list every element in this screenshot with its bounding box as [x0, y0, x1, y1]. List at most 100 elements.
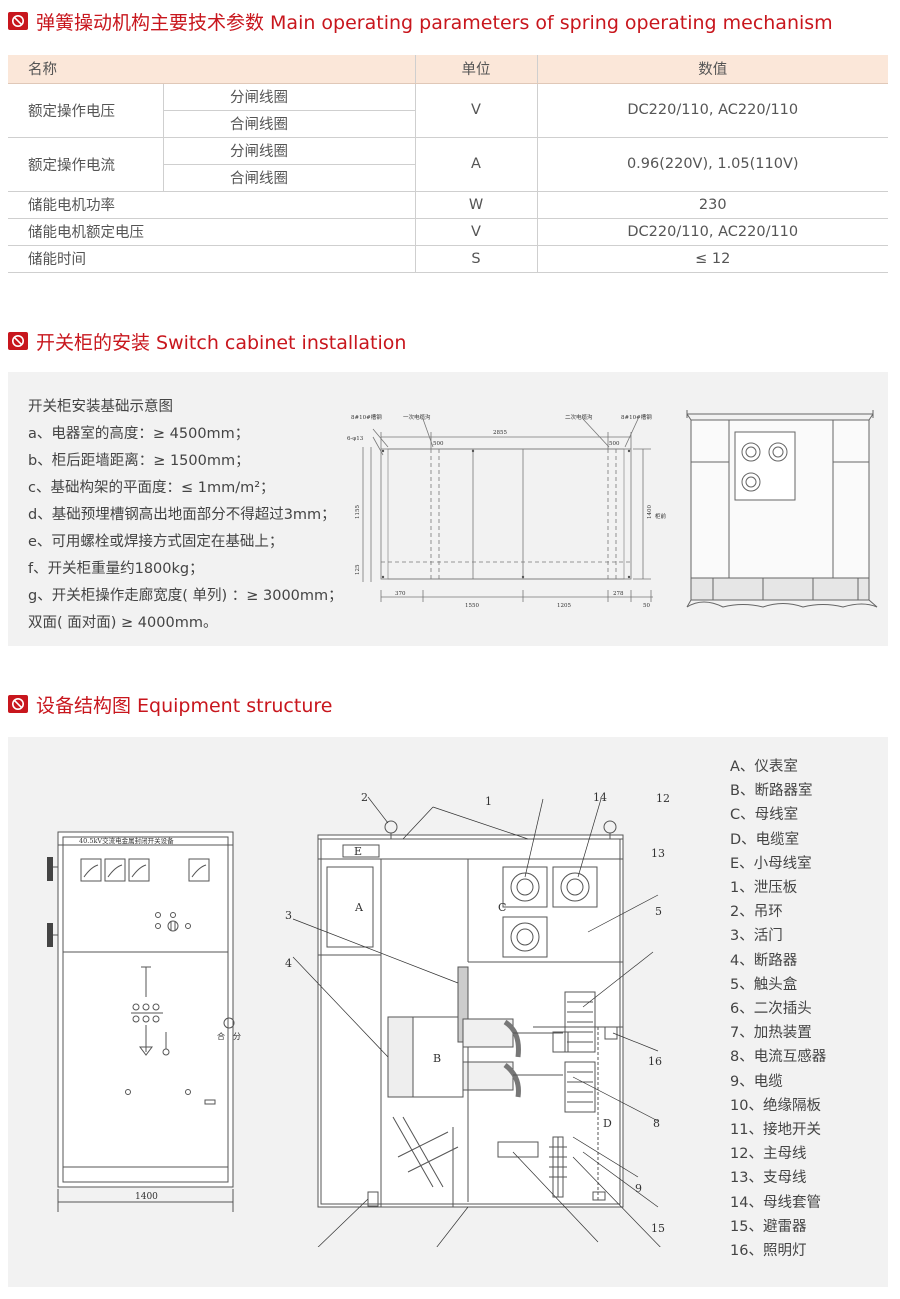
table-header-row: 名称 单位 数值 [8, 55, 888, 84]
install-line: c、基础构架的平面度：≤ 1mm/m²； [28, 480, 275, 496]
dim-1400: 1400 [647, 505, 653, 519]
dim-278: 278 [613, 591, 624, 597]
row-unit: A [414, 137, 537, 192]
dim-1205: 1205 [557, 603, 571, 607]
row-name: 储能时间 [8, 245, 415, 273]
section-view-drawing: A B C D E 1 2 3 4 5 6 7 8 9 10 11 12 13 … [285, 791, 670, 1247]
legend-item: 1、泄压板 [730, 880, 798, 897]
callout-12: 12 [656, 792, 670, 805]
install-line: e、可用螺栓或焊接方式固定在基础上； [28, 534, 284, 550]
label-front: 柜前 [655, 512, 667, 520]
row-value: 0.96(220V), 1.05(110V) [536, 137, 888, 192]
install-requirements: 开关柜安装基础示意图 a、电器室的高度：≥ 4500mm； b、柜后距墙距离：≥… [28, 394, 343, 637]
install-section-title: 开关柜的安装 Switch cabinet installation [8, 329, 406, 354]
legend-item: 16、照明灯 [730, 1243, 807, 1260]
label-room-c: C [498, 901, 506, 914]
label-holes: 6-φ13 [347, 436, 364, 442]
section-marker-icon [8, 12, 28, 30]
legend-item: 3、活门 [730, 928, 783, 945]
row-value: 230 [536, 191, 888, 219]
handle-icon [47, 923, 53, 947]
legend-item: 11、接地开关 [730, 1122, 821, 1139]
front-view-drawing: 40.5kV交流电金属封闭开关设备 合 分 1400 [47, 831, 241, 1212]
foundation-outline [380, 448, 632, 580]
callout-5: 5 [655, 905, 662, 918]
legend-item: 6、二次插头 [730, 1001, 812, 1018]
row-name: 额定操作电压 [8, 83, 163, 138]
structure-title-text: 设备结构图 Equipment structure [36, 694, 333, 717]
equipment-panel: 40.5kV交流电金属封闭开关设备 合 分 1400 [8, 737, 888, 1287]
structure-legend: A、仪表室 B、断路器室 C、母线室 D、电缆室 E、小母线室 1、泄压板 2、… [730, 755, 826, 1263]
dim-1550: 1550 [465, 603, 479, 607]
label-he: 合 [217, 1031, 225, 1041]
foundation-plan-drawing: 8#10#槽钢 6-φ13 一次电缆沟 二次电缆沟 8#10#槽钢 500 28… [347, 413, 667, 607]
label-room-e: E [354, 845, 362, 858]
label-fen: 分 [233, 1032, 241, 1041]
legend-item: 8、电流互感器 [730, 1049, 827, 1066]
table-row: 合闸线圈 [8, 164, 888, 192]
callout-8: 8 [653, 1117, 660, 1130]
row-unit: V [414, 83, 537, 138]
legend-item: 5、触头盒 [730, 976, 798, 993]
install-line: d、基础预埋槽钢高出地面部分不得超过3mm； [28, 507, 336, 523]
row-name: 储能电机功率 [8, 191, 415, 219]
legend-item: D、电缆室 [730, 831, 800, 848]
row-unit: W [414, 191, 537, 219]
row-sub: 合闸线圈 [162, 110, 415, 138]
table-row: 储能电机额定电压 V DC220/110, AC220/110 [8, 218, 888, 246]
header-value: 数值 [536, 55, 888, 84]
callout-3: 3 [285, 909, 292, 922]
row-unit: V [414, 218, 537, 246]
dim-2855: 2855 [493, 430, 507, 436]
front-view-title: 40.5kV交流电金属封闭开关设备 [79, 836, 174, 845]
structure-section-title: 设备结构图 Equipment structure [8, 692, 333, 717]
legend-item: 9、电缆 [730, 1073, 783, 1090]
table-row: 额定操作电压 分闸线圈 V DC220/110, AC220/110 [8, 83, 888, 138]
label-channel-left: 8#10#槽钢 [351, 413, 382, 421]
spec-table: 名称 单位 数值 额定操作电压 分闸线圈 V DC220/110, AC220/… [8, 55, 888, 273]
table-row: 储能电机功率 W 230 [8, 191, 888, 219]
table-row: 额定操作电流 分闸线圈 A 0.96(220V), 1.05(110V) [8, 137, 888, 192]
dim-370: 370 [395, 591, 406, 597]
handle-icon [47, 857, 53, 881]
callout-2: 2 [361, 791, 368, 804]
legend-item: 14、母线套管 [730, 1194, 821, 1211]
install-line: b、柜后距墙距离：≥ 1500mm； [28, 453, 250, 469]
legend-item: 2、吊环 [730, 904, 783, 921]
legend-item: 4、断路器 [730, 952, 798, 969]
header-unit: 单位 [414, 55, 537, 84]
table-row: 储能时间 S ≤ 12 [8, 245, 888, 273]
install-line: f、开关柜重量约1800kg； [28, 561, 204, 577]
install-line: 双面( 面对面) ≥ 4000mm。 [28, 615, 218, 631]
legend-item: 12、主母线 [730, 1146, 807, 1163]
front-view-width: 1400 [135, 1192, 158, 1202]
legend-item: 15、避雷器 [730, 1218, 807, 1235]
dim-500a: 500 [433, 441, 444, 447]
install-line: 开关柜安装基础示意图 [28, 399, 173, 415]
dim-1155: 1155 [355, 505, 361, 519]
legend-item: 13、支母线 [730, 1170, 807, 1187]
params-title-text: 弹簧操动机构主要技术参数 Main operating parameters o… [36, 11, 833, 34]
callout-13: 13 [651, 847, 665, 860]
callout-14: 14 [593, 791, 607, 804]
header-name: 名称 [8, 55, 415, 84]
label-cable-right: 二次电缆沟 [565, 413, 593, 421]
row-unit: S [414, 245, 537, 273]
install-panel: 开关柜安装基础示意图 a、电器室的高度：≥ 4500mm； b、柜后距墙距离：≥… [8, 372, 888, 646]
row-sub: 分闸线圈 [162, 83, 415, 111]
row-sub: 合闸线圈 [162, 164, 415, 192]
legend-item: 10、绝缘隔板 [730, 1097, 821, 1114]
callout-1: 1 [485, 795, 492, 808]
callout-4: 4 [285, 957, 292, 970]
row-value: ≤ 12 [536, 245, 888, 273]
legend-item: A、仪表室 [730, 759, 798, 775]
callout-9: 9 [635, 1182, 642, 1195]
label-room-a: A [354, 901, 364, 914]
params-section-title: 弹簧操动机构主要技术参数 Main operating parameters o… [8, 9, 833, 34]
label-room-d: D [603, 1117, 612, 1130]
dim-500b: 500 [609, 441, 620, 447]
label-channel-right: 8#10#槽钢 [621, 413, 652, 421]
dim-50: 50 [643, 603, 650, 607]
install-line: a、电器室的高度：≥ 4500mm； [28, 426, 250, 442]
legend-item: B、断路器室 [730, 783, 813, 800]
